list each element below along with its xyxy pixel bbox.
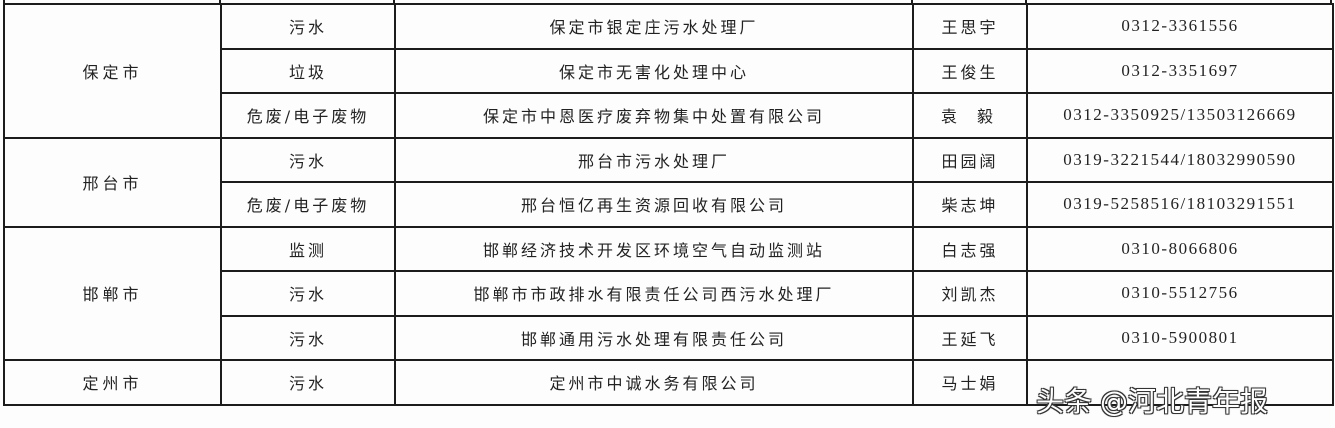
phone-cell: 0310-8066806 (1026, 225, 1334, 272)
contact-name-cell: 刘凯杰 (912, 270, 1028, 317)
city-cell: 邢台市 (3, 136, 222, 228)
phone-cell: 0310-5512756 (1026, 270, 1334, 317)
contacts-table: 保定市 污水 保定市银定庄污水处理厂 王思宇 0312-3361556 垃圾 保… (3, 3, 1334, 406)
category-cell: 污水 (220, 270, 396, 317)
organization-cell: 邢台恒亿再生资源回收有限公司 (394, 181, 914, 228)
previous-row-stub (0, 0, 1335, 4)
source-watermark: 头条 @河北青年报 (1036, 380, 1328, 420)
phone-cell: 0319-5258516/18103291551 (1026, 181, 1334, 228)
watermark-handle: @河北青年报 (1100, 385, 1269, 418)
organization-cell: 保定市银定庄污水处理厂 (394, 3, 914, 50)
organization-cell: 保定市无害化处理中心 (394, 47, 914, 94)
table-row: 危废/电子废物 邢台恒亿再生资源回收有限公司 柴志坤 0319-5258516/… (4, 181, 1334, 228)
category-cell: 污水 (220, 3, 396, 50)
table-row: 垃圾 保定市无害化处理中心 王俊生 0312-3351697 (4, 47, 1334, 94)
phone-cell: 0312-3351697 (1026, 47, 1334, 94)
organization-cell: 定州市中诚水务有限公司 (394, 359, 914, 406)
table-row: 定州市 污水 定州市中诚水务有限公司 马士娟 (3, 359, 1334, 406)
category-cell: 危废/电子废物 (220, 181, 396, 228)
table-row: 邯郸市 监测 邯郸经济技术开发区环境空气自动监测站 白志强 0310-80668… (3, 225, 1334, 361)
organization-cell: 保定市中恩医疗废弃物集中处置有限公司 (394, 92, 914, 139)
contact-name-cell: 白志强 (912, 225, 1028, 272)
city-cell: 保定市 (3, 3, 222, 139)
organization-cell: 邯郸市市政排水有限责任公司西污水处理厂 (394, 270, 914, 317)
phone-cell (1026, 359, 1334, 406)
phone-cell: 0310-5900801 (1026, 314, 1334, 361)
phone-cell: 0319-3221544/18032990590 (1026, 136, 1334, 183)
watermark-brand: 头条 (1036, 385, 1093, 418)
phone-cell: 0312-3361556 (1026, 3, 1334, 50)
table-row: 邢台市 污水 邢台市污水处理厂 田园阔 0319-3221544/1803299… (3, 136, 1334, 228)
category-cell: 垃圾 (220, 47, 396, 94)
contact-name-cell: 王思宇 (912, 3, 1028, 50)
organization-cell: 邢台市污水处理厂 (394, 136, 914, 183)
contact-name-cell: 王俊生 (912, 47, 1028, 94)
contact-name-cell: 袁毅 (912, 92, 1028, 139)
category-cell: 危废/电子废物 (220, 92, 396, 139)
city-cell: 邯郸市 (3, 225, 222, 361)
organization-cell: 邯郸经济技术开发区环境空气自动监测站 (394, 225, 914, 272)
table-row: 保定市 污水 保定市银定庄污水处理厂 王思宇 0312-3361556 (3, 3, 1334, 139)
table-row: 污水 邯郸市市政排水有限责任公司西污水处理厂 刘凯杰 0310-5512756 (4, 270, 1334, 317)
contact-name-cell: 柴志坤 (912, 181, 1028, 228)
category-cell: 污水 (220, 314, 396, 361)
contact-name-cell: 王延飞 (912, 314, 1028, 361)
city-cell: 定州市 (3, 359, 222, 406)
category-cell: 监测 (220, 225, 396, 272)
table-row: 污水 邯郸通用污水处理有限责任公司 王延飞 0310-5900801 (4, 314, 1334, 361)
organization-cell: 邯郸通用污水处理有限责任公司 (394, 314, 914, 361)
contact-name-cell: 田园阔 (912, 136, 1028, 183)
table-row: 危废/电子废物 保定市中恩医疗废弃物集中处置有限公司 袁毅 0312-33509… (4, 92, 1334, 139)
phone-cell: 0312-3350925/13503126669 (1026, 92, 1334, 139)
category-cell: 污水 (220, 136, 396, 183)
category-cell: 污水 (220, 359, 396, 406)
contact-name-cell: 马士娟 (912, 359, 1028, 406)
